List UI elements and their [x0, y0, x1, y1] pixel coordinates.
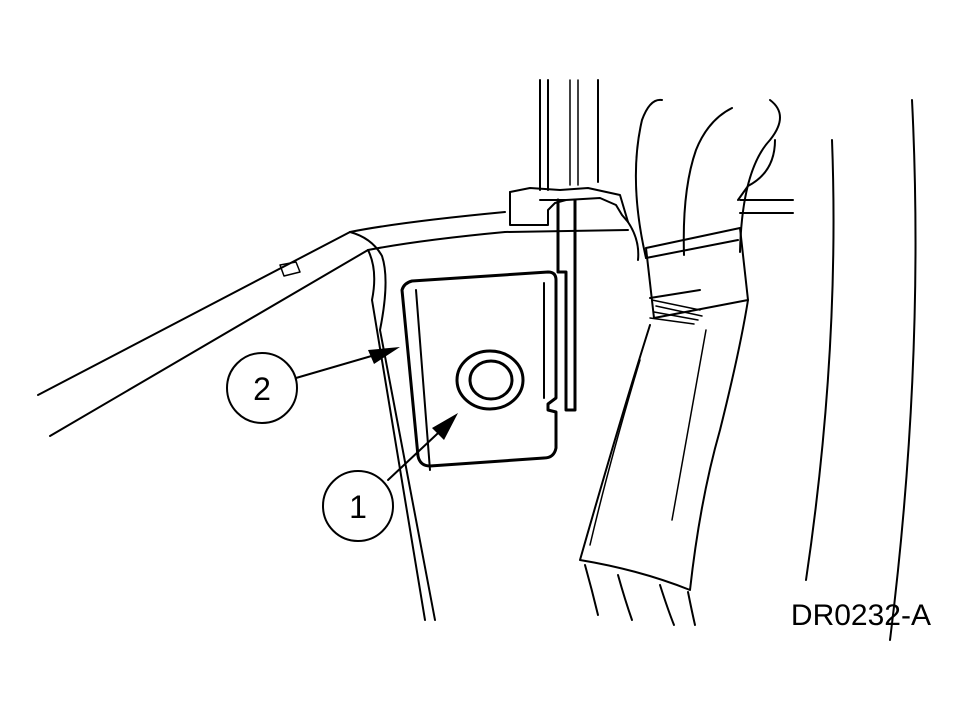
bolt: [455, 349, 525, 411]
pillar-lines: [539, 79, 599, 191]
callout-1-number: 1: [349, 489, 367, 525]
bracket: [400, 270, 558, 471]
callout-2-number: 2: [253, 371, 271, 407]
callout-1: 1: [322, 470, 394, 542]
callout-2: 2: [226, 352, 298, 424]
body-panel-lines: [739, 99, 917, 641]
door-channel: [37, 211, 506, 621]
leader-2: [295, 347, 400, 379]
hose: [579, 98, 781, 626]
top-clip: [504, 187, 629, 233]
panel-edge: [556, 198, 640, 412]
leader-1: [387, 413, 458, 481]
figure-id-label: DR0232-A: [791, 599, 931, 632]
